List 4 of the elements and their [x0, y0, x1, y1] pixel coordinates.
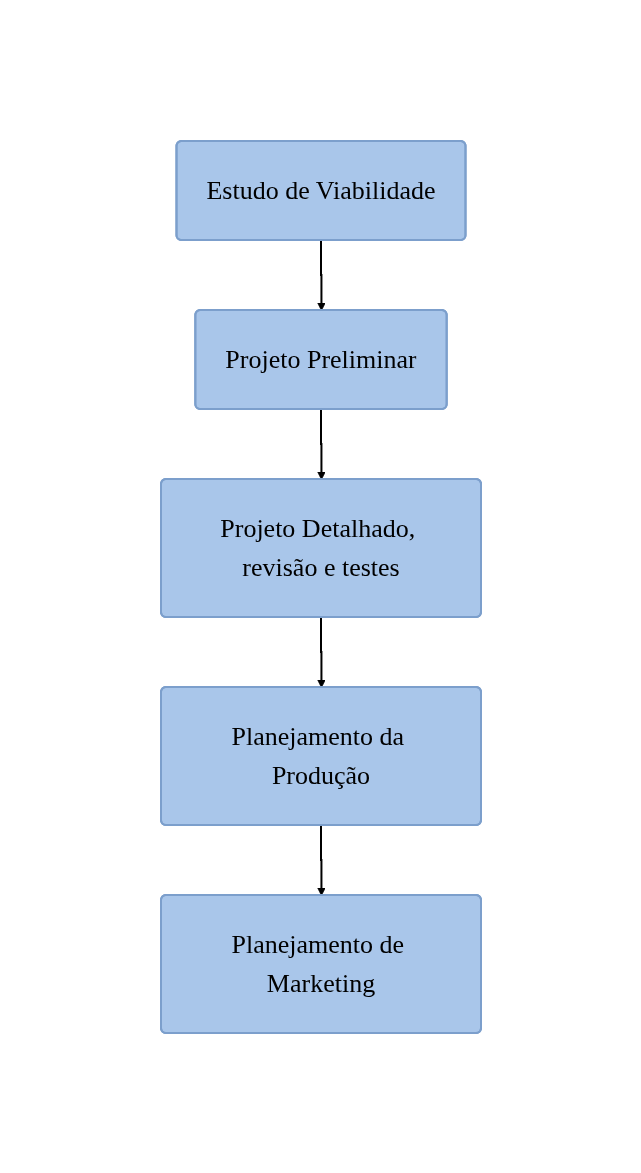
arrow — [316, 616, 326, 688]
arrow — [316, 239, 326, 311]
arrow — [316, 824, 326, 896]
arrow — [316, 408, 326, 480]
